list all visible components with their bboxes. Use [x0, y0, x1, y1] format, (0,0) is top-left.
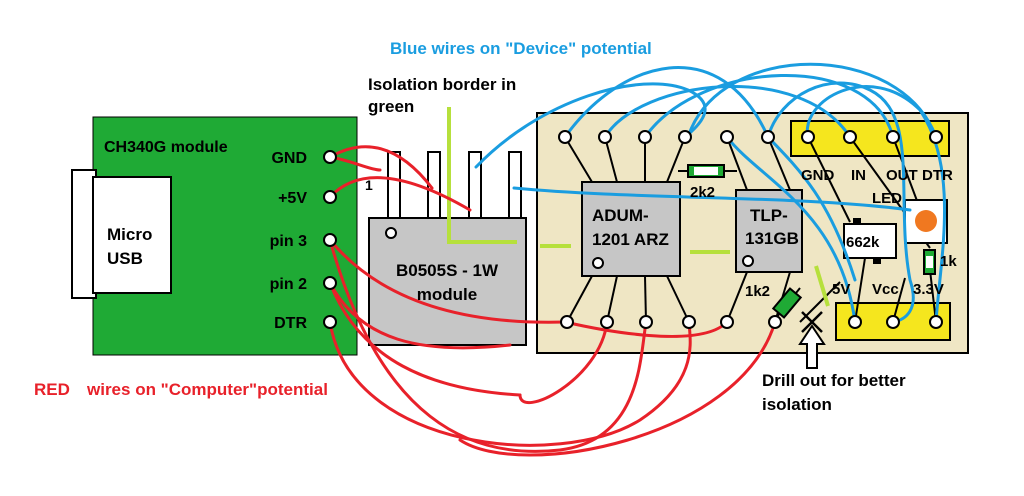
trimmer-pin-b [873, 258, 881, 264]
caption-red-rest: wires on "Computer"potential [86, 380, 328, 399]
caption-isolation-line1: Isolation border in [368, 75, 516, 94]
dcdc-pin-4 [508, 151, 522, 221]
trimmer-pin-a [853, 218, 861, 224]
adum-pin1-dot [592, 257, 604, 269]
header-top-label: OUT [886, 167, 918, 184]
caption-drill-line2: isolation [762, 395, 832, 414]
header-top-label: DTR [922, 167, 953, 184]
tlp-label-line2: 131GB [745, 229, 799, 248]
red-wires [328, 145, 777, 457]
ch340-title: CH340G module [104, 139, 228, 156]
ch340-pin-label: GND [271, 150, 307, 167]
resistor-2k2-label: 2k2 [690, 184, 715, 201]
ch340-pin-label: pin 2 [270, 276, 307, 293]
led-icon [915, 210, 937, 232]
micro-usb-body [92, 176, 172, 294]
dcdc-label-line2: module [417, 285, 477, 304]
dcdc-pin-1 [387, 151, 401, 221]
ch340-pin-label: pin 3 [270, 233, 307, 250]
tlp-ic [735, 189, 803, 273]
header-bottom-label: 3.3V [913, 281, 944, 298]
header-top-label: IN [851, 167, 866, 184]
isolation-border [447, 107, 830, 307]
ch340-pin-label: +5V [278, 190, 307, 207]
tlp-pin1-dot [742, 255, 754, 267]
drill-x-icon [801, 311, 823, 333]
usb-label-line2: USB [107, 249, 143, 268]
resistor-1k-label: 1k [940, 253, 957, 270]
pcb-pads [558, 130, 943, 329]
header-bottom-label: 5V [832, 281, 850, 298]
dcdc-label-line1: B0505S - 1W [396, 261, 499, 280]
ch340-pin-pads [323, 150, 337, 329]
adum-label-line1: ADUM- [592, 206, 649, 225]
resistor-1k2-label: 1k2 [745, 283, 770, 300]
resistor-2k2 [678, 164, 737, 178]
trimmer-662k [843, 223, 897, 259]
caption-red-prefix: RED [34, 380, 70, 399]
dcdc-pin1-mark: 1 [365, 177, 373, 193]
caption-drill-line1: Drill out for better [762, 371, 906, 390]
header-top-strip [790, 120, 950, 157]
adum-label-line2: 1201 ARZ [592, 230, 669, 249]
blue-wires [474, 62, 946, 324]
tlp-label-line1: TLP- [750, 206, 788, 225]
header-top-label: GND [801, 167, 835, 184]
usb-label-line1: Micro [107, 225, 152, 244]
ch340-pin-label: DTR [274, 315, 307, 332]
trimmer-662k-label: 662k [846, 234, 880, 251]
resistor-1k2 [771, 287, 803, 319]
header-bottom-label: Vcc [872, 281, 899, 298]
caption-isolation-line2: green [368, 97, 414, 116]
led-label: LED [872, 190, 902, 207]
resistor-1k [923, 249, 936, 275]
dcdc-pin1-dot [385, 227, 397, 239]
drill-arrow-icon [798, 324, 826, 369]
caption-blue-wires: Blue wires on "Device" potential [390, 39, 652, 58]
